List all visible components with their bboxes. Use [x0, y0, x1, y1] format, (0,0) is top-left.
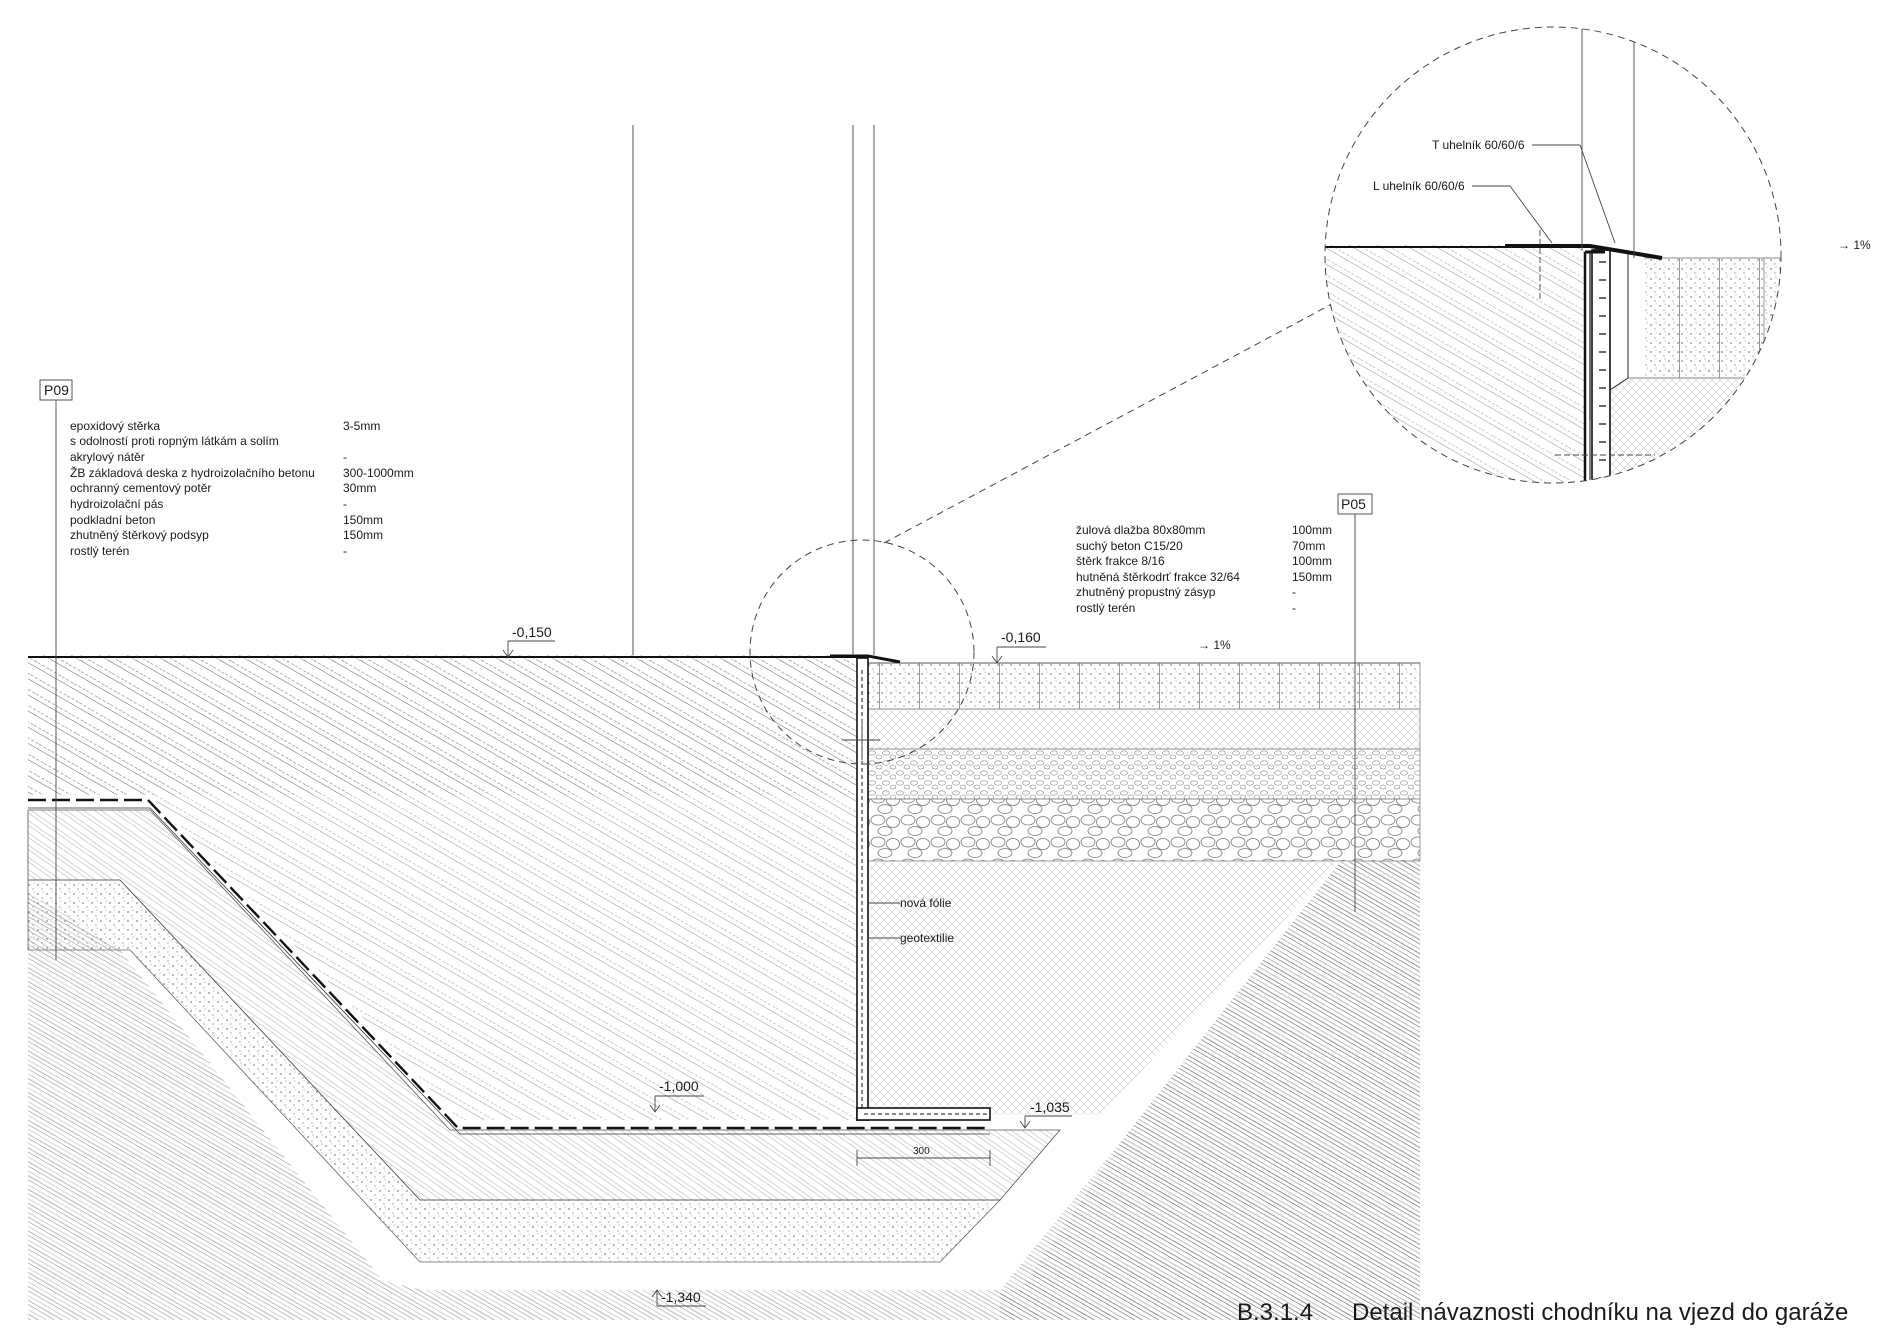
slope-label-main: → 1%	[1198, 638, 1231, 652]
layer-left-0-value: 3-5mm	[343, 419, 380, 433]
level-garage-floor: -0,150	[502, 624, 555, 658]
annotation-geotextile: geotextilie	[868, 931, 954, 945]
level-slab-bottom: -1,000	[649, 1078, 704, 1113]
layer-right-5-value: -	[1292, 601, 1296, 615]
layer-right-0-value: 100mm	[1292, 523, 1332, 537]
annotation-new-foil-label: nová fólie	[900, 896, 952, 910]
level-foundation-bottom-label: -1,340	[661, 1289, 701, 1305]
drawing-title-text: Detail návaznosti chodníku na vjezd do g…	[1352, 1299, 1848, 1326]
layer-left-2-value: -	[343, 450, 347, 464]
waterproofing-membrane	[28, 798, 990, 1130]
layer-right-4-value: -	[1292, 585, 1296, 599]
layer-left-1-name: s odolností proti ropným látkám a solím	[70, 434, 279, 448]
layer-right-1-value: 70mm	[1292, 539, 1325, 553]
main-section	[27, 125, 1421, 1320]
layer-right-5-name: rostlý terén	[1076, 601, 1135, 615]
edge-angle-profile	[830, 654, 901, 664]
layers-left-list: epoxidový stěrka 3-5mm s odolností proti…	[70, 419, 414, 558]
level-edge-bottom-label: -1,035	[1030, 1099, 1070, 1115]
level-foundation-bottom: -1,340	[651, 1289, 706, 1307]
layer-left-3-name: ŽB základová deska z hydroizolačního bet…	[70, 465, 315, 480]
detail-callout-circle	[749, 539, 975, 765]
gravel-8-16-layer	[867, 748, 1421, 800]
layer-left-8-value: -	[343, 544, 347, 558]
slab-main	[28, 660, 857, 795]
level-edge-bottom: -1,035	[1019, 1099, 1072, 1129]
layer-left-4-value: 30mm	[343, 481, 376, 495]
dry-concrete-layer	[867, 708, 1421, 750]
tag-p05: P05	[1337, 493, 1373, 912]
tag-p09: P09	[39, 379, 73, 960]
gravel-32-64-layer	[867, 798, 1421, 862]
layer-right-2-name: štěrk frakce 8/16	[1076, 554, 1165, 568]
layers-right-list: žulová dlažba 80x80mm 100mm suchý beton …	[1076, 523, 1332, 615]
tag-p09-label: P09	[44, 382, 69, 398]
layer-right-2-value: 100mm	[1292, 554, 1332, 568]
layer-right-1-name: suchý beton C15/20	[1076, 539, 1183, 553]
dimension-300-label: 300	[913, 1146, 930, 1157]
layer-right-4-name: zhutněný propustný zásyp	[1076, 585, 1216, 599]
annotation-geotextile-label: geotextilie	[900, 931, 954, 945]
drawing-title: B.3.1.4 Detail návaznosti chodníku na vj…	[1237, 1299, 1848, 1326]
layer-right-0-name: žulová dlažba 80x80mm	[1076, 523, 1205, 537]
dimension-300: 300	[856, 1146, 991, 1166]
paving-layer	[867, 662, 1421, 710]
layer-left-3-value: 300-1000mm	[343, 466, 414, 480]
annotation-new-foil: nová fólie	[868, 896, 952, 910]
detail-enlargement: T uhelník 60/60/6 L uhelník 60/60/6 → 1%	[1324, 26, 1871, 484]
level-sidewalk-label: -0,160	[1001, 629, 1041, 645]
layer-left-5-value: -	[343, 497, 347, 511]
annotation-t-angle: T uhelník 60/60/6	[1432, 138, 1616, 244]
level-slab-bottom-label: -1,000	[659, 1078, 699, 1094]
permeable-backfill	[868, 861, 1340, 1120]
layer-right-3-value: 150mm	[1292, 570, 1332, 584]
layer-left-2-name: akrylový nátěr	[70, 450, 145, 464]
lean-concrete	[27, 809, 1061, 1201]
layer-left-8-name: rostlý terén	[70, 544, 129, 558]
layer-left-5-name: hydroizolační pás	[70, 497, 163, 511]
layer-left-4-name: ochranný cementový potěr	[70, 481, 211, 495]
drawing-title-code: B.3.1.4	[1237, 1299, 1313, 1326]
annotation-l-angle: L uhelník 60/60/6	[1373, 179, 1553, 244]
layer-left-6-value: 150mm	[343, 513, 383, 527]
layer-left-0-name: epoxidový stěrka	[70, 419, 160, 433]
annotation-l-angle-label: L uhelník 60/60/6	[1373, 179, 1465, 193]
layer-left-7-name: zhutněný štěrkový podsyp	[70, 528, 209, 542]
layer-right-3-name: hutněná štěrkodrť frakce 32/64	[1076, 570, 1240, 584]
layer-left-7-value: 150mm	[343, 528, 383, 542]
layer-left-6-name: podkladní beton	[70, 513, 155, 527]
slope-label-detail: → 1%	[1838, 238, 1871, 252]
annotation-t-angle-label: T uhelník 60/60/6	[1432, 138, 1525, 152]
native-soil-right	[1000, 860, 1420, 1320]
tag-p05-label: P05	[1341, 496, 1366, 512]
level-sidewalk: -0,160	[991, 629, 1046, 664]
level-garage-floor-label: -0,150	[512, 624, 552, 640]
